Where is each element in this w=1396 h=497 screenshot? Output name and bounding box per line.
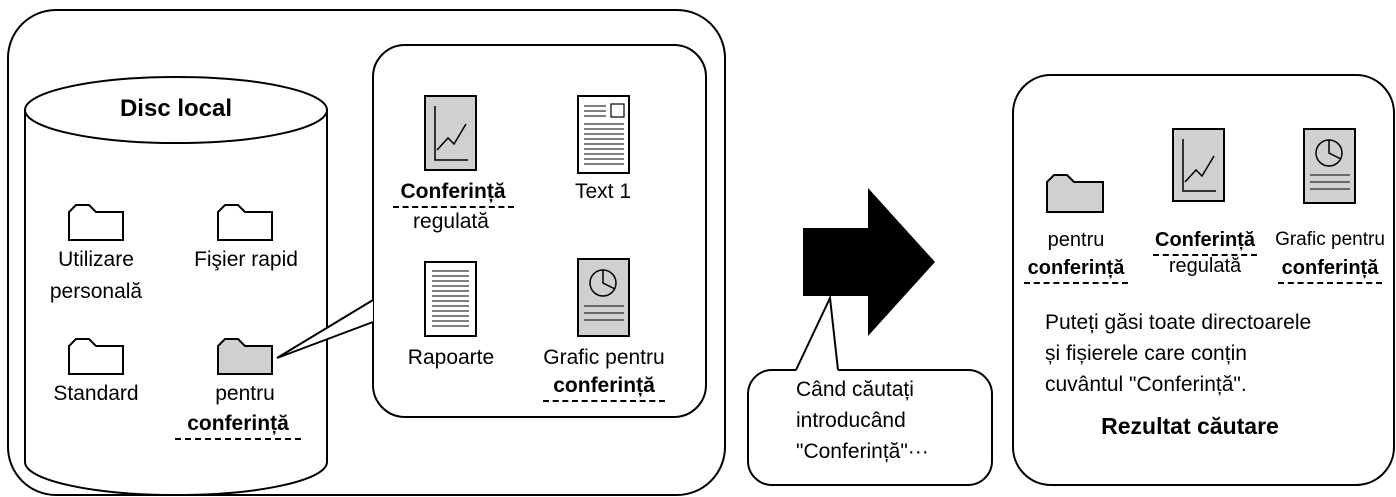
result-folder-icon	[1046, 174, 1104, 213]
file-label-reports: Rapoarte	[407, 346, 495, 369]
folder-label-personal-2: personală	[49, 280, 143, 303]
arrow-right-icon	[803, 188, 935, 336]
file-label-graph-2: conferință	[543, 374, 665, 403]
report-document-icon	[424, 261, 477, 337]
disk-cylinder-icon	[24, 76, 328, 496]
search-callout-bubble	[747, 294, 993, 486]
result-title: Rezultat căutare	[1101, 413, 1279, 439]
callout-line-3: "Conferință"···	[796, 440, 929, 463]
result-pie-document-icon	[1303, 128, 1356, 204]
result-folder-label-2: conferință	[1023, 257, 1129, 284]
folder-label-standard: Standard	[53, 382, 139, 405]
callout-line-2: introducând	[796, 409, 906, 432]
chart-document-icon	[424, 95, 477, 171]
text-document-icon	[577, 95, 630, 174]
folder-icon-quick	[217, 204, 273, 241]
result-chart-document-icon	[1172, 128, 1225, 202]
folder-label-conference-1: pentru	[215, 382, 275, 405]
callout-line-1: Când căutați	[796, 378, 914, 401]
result-file-label-graph-1: Grafic pentru	[1275, 229, 1385, 250]
folder-icon-personal	[68, 204, 124, 241]
folder-icon-conference	[217, 338, 273, 375]
folder-icon-standard	[68, 338, 124, 375]
folder-label-quick: Fişier rapid	[194, 248, 298, 271]
result-desc-line-2: și fișierele care conțin	[1045, 342, 1247, 365]
result-file-label-conf-2: regulată	[1168, 255, 1242, 277]
result-desc-line-1: Puteți găsi toate directoarele	[1045, 311, 1312, 334]
file-label-text1: Text 1	[574, 180, 632, 203]
result-file-label-graph-2: conferință	[1277, 257, 1383, 284]
result-panel	[1012, 74, 1395, 486]
result-folder-label-1: pentru	[1047, 229, 1105, 251]
file-label-conf-regular-1: Conferință	[392, 180, 514, 209]
result-file-label-conf-1: Conferință	[1153, 229, 1257, 256]
folder-label-conference-2: conferință	[175, 412, 301, 441]
file-label-conf-regular-2: regulată	[413, 210, 489, 233]
pie-document-icon	[577, 258, 630, 337]
folder-label-personal-1: Utilizare	[58, 248, 134, 271]
file-label-graph-1: Grafic pentru	[543, 346, 665, 369]
disk-title: Disc local	[119, 95, 233, 122]
result-desc-line-3: cuvântul "Conferință".	[1045, 373, 1247, 396]
